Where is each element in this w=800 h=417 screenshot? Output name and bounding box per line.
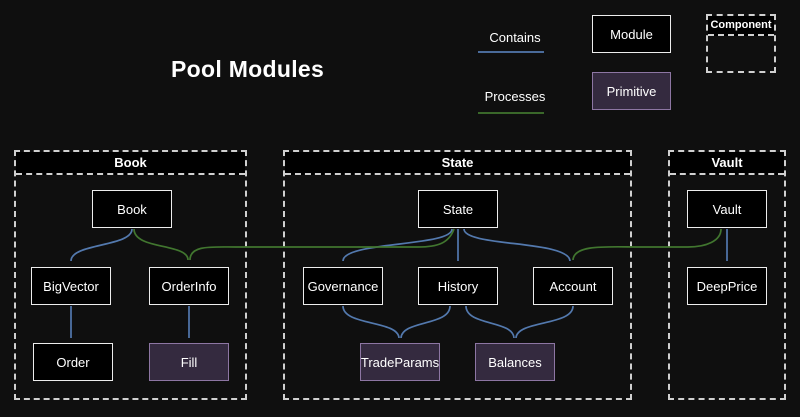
node-vault-label: Vault [712, 201, 742, 217]
node-fill: Fill [149, 343, 229, 381]
node-account: Account [533, 267, 613, 305]
group-vault-header: Vault [670, 152, 784, 175]
node-order: Order [33, 343, 113, 381]
group-book: Book [14, 150, 247, 400]
node-book-label: Book [117, 201, 147, 217]
node-account-label: Account [549, 278, 597, 294]
node-governance-label: Governance [307, 278, 379, 294]
node-deepprice-label: DeepPrice [696, 278, 758, 294]
node-order-label: Order [56, 354, 90, 370]
node-tradeparams: TradeParams [360, 343, 440, 381]
legend-module-label: Module [610, 26, 653, 42]
group-book-header: Book [16, 152, 245, 175]
node-history-label: History [437, 278, 479, 294]
node-deepprice: DeepPrice [687, 267, 767, 305]
group-state: State [283, 150, 632, 400]
page-title: Pool Modules [171, 56, 325, 82]
group-state-header: State [285, 152, 630, 175]
node-orderinfo: OrderInfo [149, 267, 229, 305]
node-fill-label: Fill [180, 354, 198, 370]
node-balances: Balances [475, 343, 555, 381]
legend-component-label: Component [708, 16, 774, 36]
node-state-label: State [442, 201, 474, 217]
legend-primitive-box: Primitive [592, 72, 671, 110]
node-book: Book [92, 190, 172, 228]
group-vault: Vault [668, 150, 786, 400]
node-orderinfo-label: OrderInfo [161, 278, 217, 294]
node-governance: Governance [303, 267, 383, 305]
node-balances-label: Balances [488, 354, 542, 370]
legend-module-box: Module [592, 15, 671, 53]
legend-component-box: Component [706, 14, 776, 73]
node-tradeparams-label: TradeParams [360, 354, 440, 370]
node-bigvector-label: BigVector [43, 278, 99, 294]
legend-primitive-label: Primitive [606, 83, 657, 99]
legend-processes-label: Processes [484, 89, 546, 104]
node-bigvector: BigVector [31, 267, 111, 305]
legend-contains-label: Contains [489, 30, 541, 45]
node-vault: Vault [687, 190, 767, 228]
node-history: History [418, 267, 498, 305]
node-state: State [418, 190, 498, 228]
